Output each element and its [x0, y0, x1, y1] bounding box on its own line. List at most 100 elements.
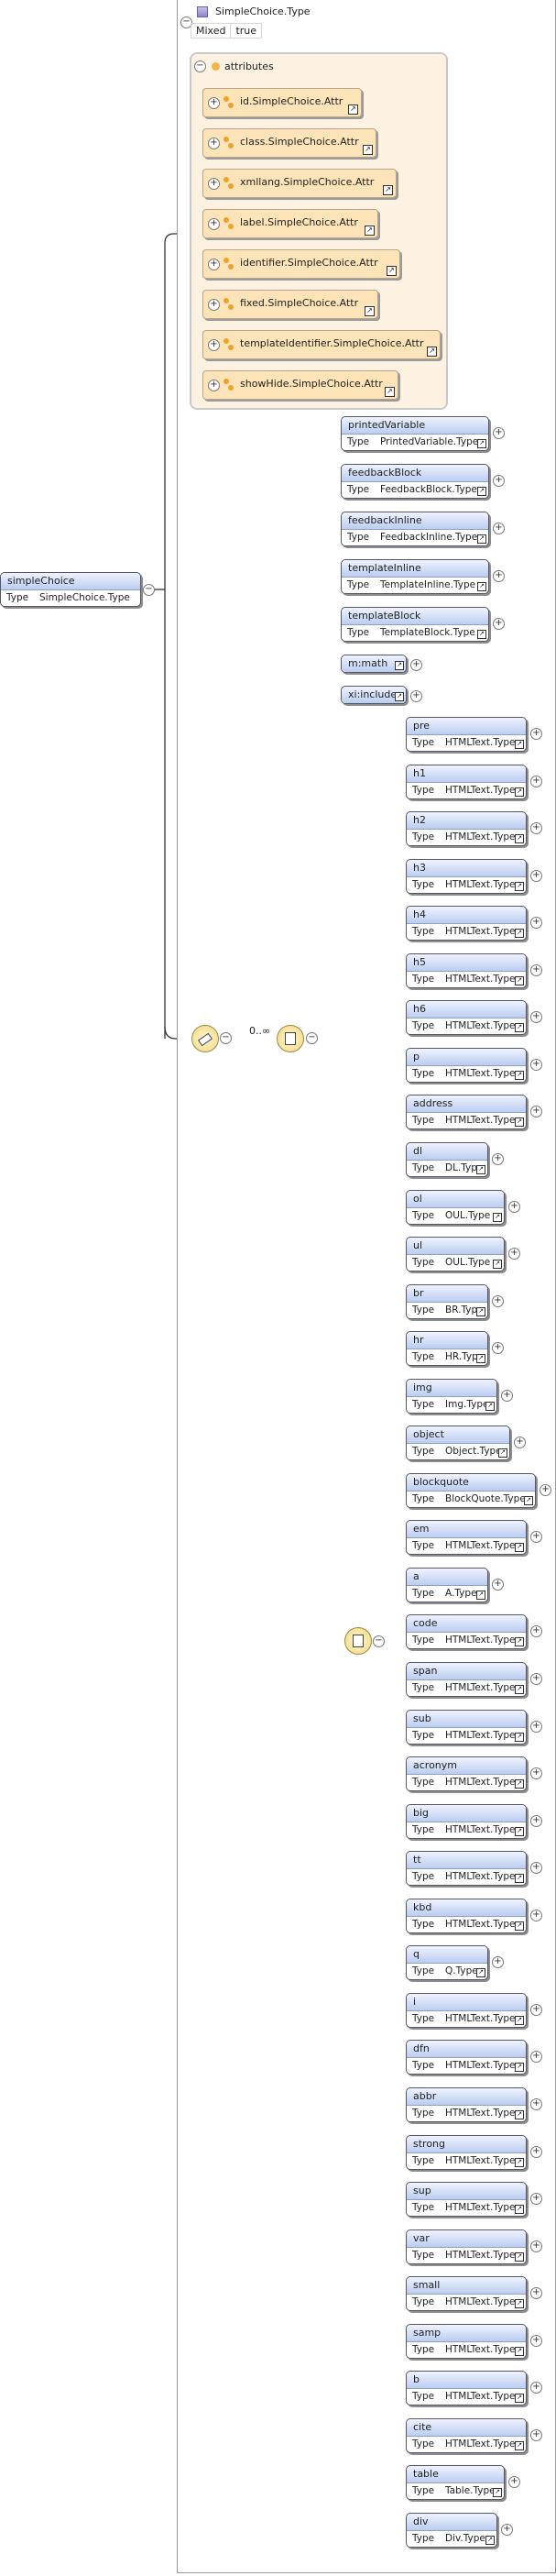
element-expand-icon[interactable]: +: [530, 870, 542, 882]
sequence-compositor-icon[interactable]: [191, 1025, 219, 1052]
element-expand-icon[interactable]: +: [530, 2335, 542, 2347]
goto-definition-icon[interactable]: ↗: [515, 740, 524, 749]
element-expand-icon[interactable]: +: [530, 2193, 542, 2205]
goto-definition-icon[interactable]: ↗: [515, 787, 524, 797]
goto-definition-icon[interactable]: ↗: [515, 1071, 524, 1080]
element-expand-icon[interactable]: +: [530, 2004, 542, 2016]
element-expand-icon[interactable]: +: [508, 1248, 520, 1260]
element-expand-icon[interactable]: +: [530, 1815, 542, 1827]
element-expand-icon[interactable]: +: [530, 1862, 542, 1874]
goto-definition-icon[interactable]: ↗: [485, 1402, 495, 1411]
element-expand-icon[interactable]: +: [492, 1579, 504, 1591]
goto-definition-icon[interactable]: ↗: [515, 2063, 524, 2072]
goto-definition-icon[interactable]: ↗: [365, 306, 375, 316]
sequence-expand-icon[interactable]: −: [220, 1032, 232, 1044]
html-choice-expand-icon[interactable]: −: [373, 1635, 385, 1647]
attribute-expand-icon[interactable]: +: [208, 339, 220, 351]
element-expand-icon[interactable]: +: [410, 659, 422, 671]
element-expand-icon[interactable]: +: [530, 822, 542, 834]
goto-definition-icon[interactable]: ↗: [383, 185, 393, 195]
element-expand-icon[interactable]: +: [508, 1201, 520, 1213]
element-expand-icon[interactable]: +: [530, 2146, 542, 2158]
element-expand-icon[interactable]: +: [492, 1153, 504, 1165]
goto-definition-icon[interactable]: ↗: [476, 1307, 485, 1316]
goto-definition-icon[interactable]: ↗: [476, 1968, 485, 1977]
element-expand-icon[interactable]: +: [530, 1531, 542, 1543]
goto-definition-icon[interactable]: ↗: [515, 2016, 524, 2025]
goto-definition-icon[interactable]: ↗: [477, 630, 486, 639]
goto-definition-icon[interactable]: ↗: [515, 976, 524, 985]
attribute-class[interactable]: +class.SimpleChoice.Attr↗: [202, 128, 376, 158]
goto-definition-icon[interactable]: ↗: [515, 1543, 524, 1552]
element-expand-icon[interactable]: +: [530, 1011, 542, 1023]
element-expand-icon[interactable]: +: [410, 690, 422, 702]
attribute-id[interactable]: +id.SimpleChoice.Attr↗: [202, 88, 362, 117]
element-expand-icon[interactable]: +: [493, 475, 505, 487]
attribute-xmllang[interactable]: +xmllang.SimpleChoice.Attr↗: [202, 169, 397, 198]
goto-definition-icon[interactable]: ↗: [395, 692, 404, 701]
element-expand-icon[interactable]: +: [530, 1767, 542, 1779]
element-expand-icon[interactable]: +: [493, 427, 505, 439]
goto-definition-icon[interactable]: ↗: [427, 347, 437, 357]
goto-definition-icon[interactable]: ↗: [493, 2488, 502, 2497]
element-expand-icon[interactable]: +: [514, 1437, 526, 1448]
element-expand-icon[interactable]: +: [492, 1342, 504, 1354]
element-expand-icon[interactable]: +: [530, 2382, 542, 2394]
goto-definition-icon[interactable]: ↗: [515, 1827, 524, 1836]
attribute-showHide[interactable]: +showHide.SimpleChoice.Attr↗: [202, 370, 398, 400]
goto-definition-icon[interactable]: ↗: [493, 1213, 502, 1222]
choice-expand-icon[interactable]: −: [306, 1032, 318, 1044]
goto-definition-icon[interactable]: ↗: [515, 2394, 524, 2403]
goto-definition-icon[interactable]: ↗: [493, 1260, 502, 1269]
element-expand-icon[interactable]: +: [508, 2476, 520, 2488]
goto-definition-icon[interactable]: ↗: [515, 2205, 524, 2214]
element-expand-icon[interactable]: +: [530, 2429, 542, 2441]
element-expand-icon[interactable]: +: [530, 2240, 542, 2252]
expand-type-icon[interactable]: −: [180, 17, 192, 28]
goto-definition-icon[interactable]: ↗: [498, 1448, 507, 1458]
goto-definition-icon[interactable]: ↗: [477, 582, 486, 591]
attribute-identifier[interactable]: +identifier.SimpleChoice.Attr↗: [202, 249, 400, 279]
goto-definition-icon[interactable]: ↗: [485, 2536, 495, 2545]
goto-definition-icon[interactable]: ↗: [515, 1685, 524, 1694]
element-expand-icon[interactable]: +: [530, 1059, 542, 1071]
element-expand-icon[interactable]: +: [530, 1625, 542, 1637]
element-expand-icon[interactable]: +: [530, 1673, 542, 1685]
goto-definition-icon[interactable]: ↗: [515, 2441, 524, 2450]
goto-definition-icon[interactable]: ↗: [515, 2347, 524, 2356]
element-expand-icon[interactable]: +: [530, 2098, 542, 2110]
element-expand-icon[interactable]: +: [530, 2051, 542, 2063]
choice-compositor-icon[interactable]: [277, 1025, 304, 1052]
goto-definition-icon[interactable]: ↗: [515, 1023, 524, 1032]
element-expand-icon[interactable]: +: [530, 728, 542, 740]
attribute-expand-icon[interactable]: +: [208, 299, 220, 311]
goto-definition-icon[interactable]: ↗: [515, 834, 524, 843]
goto-definition-icon[interactable]: ↗: [515, 1733, 524, 1742]
root-expand-icon[interactable]: −: [143, 584, 155, 596]
goto-definition-icon[interactable]: ↗: [476, 1591, 485, 1600]
goto-definition-icon[interactable]: ↗: [515, 1637, 524, 1646]
